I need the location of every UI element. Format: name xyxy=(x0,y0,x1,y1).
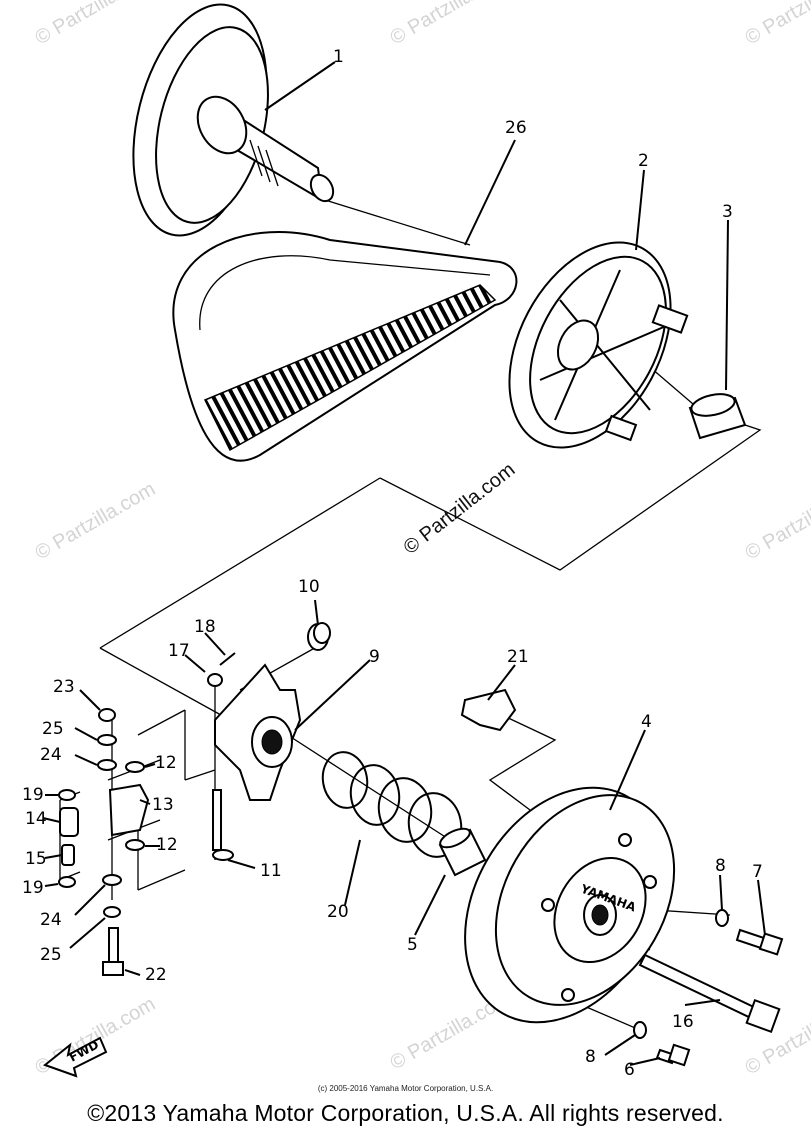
callout-26: 26 xyxy=(505,118,527,138)
fixed-sheave: YAMAHA xyxy=(464,786,676,1024)
copyright-main: ©2013 Yamaha Motor Corporation, U.S.A. A… xyxy=(87,1100,724,1126)
callout-19b: 19 xyxy=(22,878,44,898)
callout-16: 16 xyxy=(672,1012,694,1032)
watermark-main: © Partzilla.com xyxy=(400,459,520,559)
collar xyxy=(307,622,331,651)
callout-1: 1 xyxy=(333,47,344,67)
callout-12a: 12 xyxy=(155,753,177,773)
callout-22: 22 xyxy=(145,965,167,985)
callout-24b: 24 xyxy=(40,910,62,930)
watermark-text: © Partzilla.com xyxy=(32,0,160,49)
callout-7: 7 xyxy=(752,862,763,882)
callout-2: 2 xyxy=(638,151,649,171)
primary-sheave xyxy=(132,3,335,237)
drive-belt xyxy=(172,231,518,462)
copyright-small: (c) 2005-2016 Yamaha Motor Corporation, … xyxy=(317,1084,494,1093)
watermark-text: © Partzilla.com xyxy=(742,478,811,564)
callout-18: 18 xyxy=(194,617,216,637)
callout-23: 23 xyxy=(53,677,75,697)
watermark-text: © Partzilla.com xyxy=(742,0,811,49)
callout-14: 14 xyxy=(25,809,47,829)
bolts xyxy=(633,909,784,1067)
callout-numbers: 1 2 3 4 5 6 7 8 8 9 10 11 12 12 13 14 15… xyxy=(22,47,763,1080)
spider-arm xyxy=(214,663,302,801)
callout-9: 9 xyxy=(369,647,380,667)
cam-bracket xyxy=(460,688,517,732)
watermark-text: © Partzilla.com xyxy=(387,0,515,49)
callout-25b: 25 xyxy=(40,945,62,965)
callout-3: 3 xyxy=(722,202,733,222)
callout-19a: 19 xyxy=(22,785,44,805)
pin-clip xyxy=(207,652,236,687)
callout-10: 10 xyxy=(298,577,320,597)
bushing xyxy=(688,393,747,440)
callout-8b: 8 xyxy=(585,1047,596,1067)
secondary-sheave xyxy=(508,241,689,449)
callout-8a: 8 xyxy=(715,856,726,876)
left-hardware xyxy=(58,708,150,976)
callout-24a: 24 xyxy=(40,745,62,765)
callout-5: 5 xyxy=(407,935,418,955)
long-pin xyxy=(212,789,234,861)
callout-15: 15 xyxy=(25,849,47,869)
callout-13: 13 xyxy=(152,795,174,815)
callout-20: 20 xyxy=(327,902,349,922)
leader-lines xyxy=(42,61,766,1066)
spring xyxy=(321,751,463,858)
callout-17: 17 xyxy=(168,641,190,661)
callout-6: 6 xyxy=(624,1060,635,1080)
watermark-text: © Partzilla.com xyxy=(32,478,160,564)
callout-21: 21 xyxy=(507,647,529,667)
callout-11: 11 xyxy=(260,861,282,881)
callout-4: 4 xyxy=(641,712,652,732)
callout-25a: 25 xyxy=(42,719,64,739)
callout-12b: 12 xyxy=(156,835,178,855)
spacer xyxy=(438,827,487,877)
